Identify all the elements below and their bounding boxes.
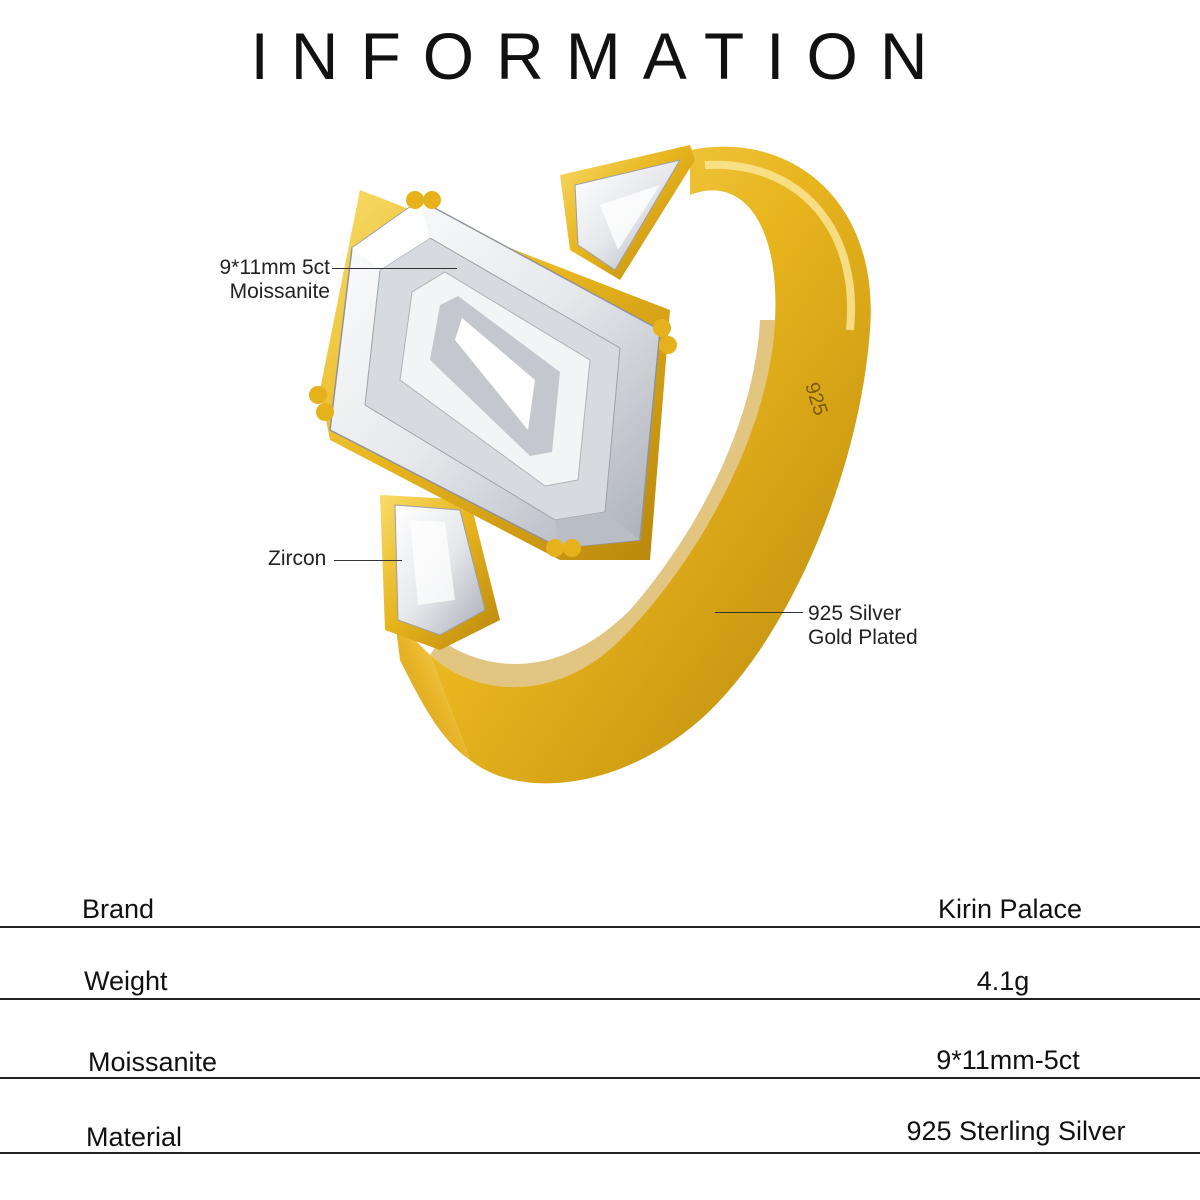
spec-row-moissanite: Moissanite 9*11mm-5ct xyxy=(0,1043,1200,1103)
prongs xyxy=(309,191,677,557)
ring-product-image: 925 xyxy=(309,145,871,784)
spec-divider xyxy=(0,926,1200,928)
spec-label: Moissanite xyxy=(88,1047,218,1077)
callout-band-line xyxy=(715,612,803,613)
callout-moissanite: 9*11mm 5ct Moissanite xyxy=(205,256,331,304)
ring-band-inner xyxy=(430,320,775,688)
callout-moissanite-name: Moissanite xyxy=(229,280,330,303)
spec-divider xyxy=(0,1077,1200,1079)
callout-band-plating: Gold Plated xyxy=(808,626,918,649)
zircon-bottom xyxy=(380,495,500,650)
callout-moissanite-line xyxy=(332,268,457,269)
page-title: INFORMATION xyxy=(250,19,950,93)
spec-value: 4.1g xyxy=(976,966,1030,996)
callout-band-metal: 925 Silver xyxy=(808,602,902,625)
callout-zircon: Zircon xyxy=(268,547,327,570)
callout-moissanite-size: 9*11mm 5ct xyxy=(219,256,331,279)
zircon-top xyxy=(560,145,695,280)
callout-zircon-line xyxy=(334,560,402,561)
spec-label: Weight xyxy=(84,966,168,996)
ring-band xyxy=(430,146,871,784)
spec-row-material: Material 925 Sterling Silver xyxy=(0,1116,1200,1178)
spec-row-weight: Weight 4.1g xyxy=(0,962,1200,1022)
center-moissanite xyxy=(329,199,661,549)
spec-divider xyxy=(0,1152,1200,1154)
spec-label: Brand xyxy=(82,894,155,924)
ring-shank-left xyxy=(395,620,470,760)
callout-band: 925 Silver Gold Plated xyxy=(808,602,918,650)
ring-band-highlight xyxy=(704,160,856,331)
spec-value: 9*11mm-5ct xyxy=(936,1045,1080,1075)
spec-label: Material xyxy=(86,1122,183,1152)
ring-illustration: 925 xyxy=(309,145,871,784)
spec-value: 925 Sterling Silver xyxy=(906,1116,1126,1146)
spec-divider xyxy=(0,998,1200,1000)
spec-value: Kirin Palace xyxy=(937,894,1083,924)
spec-row-brand: Brand Kirin Palace xyxy=(0,890,1200,950)
